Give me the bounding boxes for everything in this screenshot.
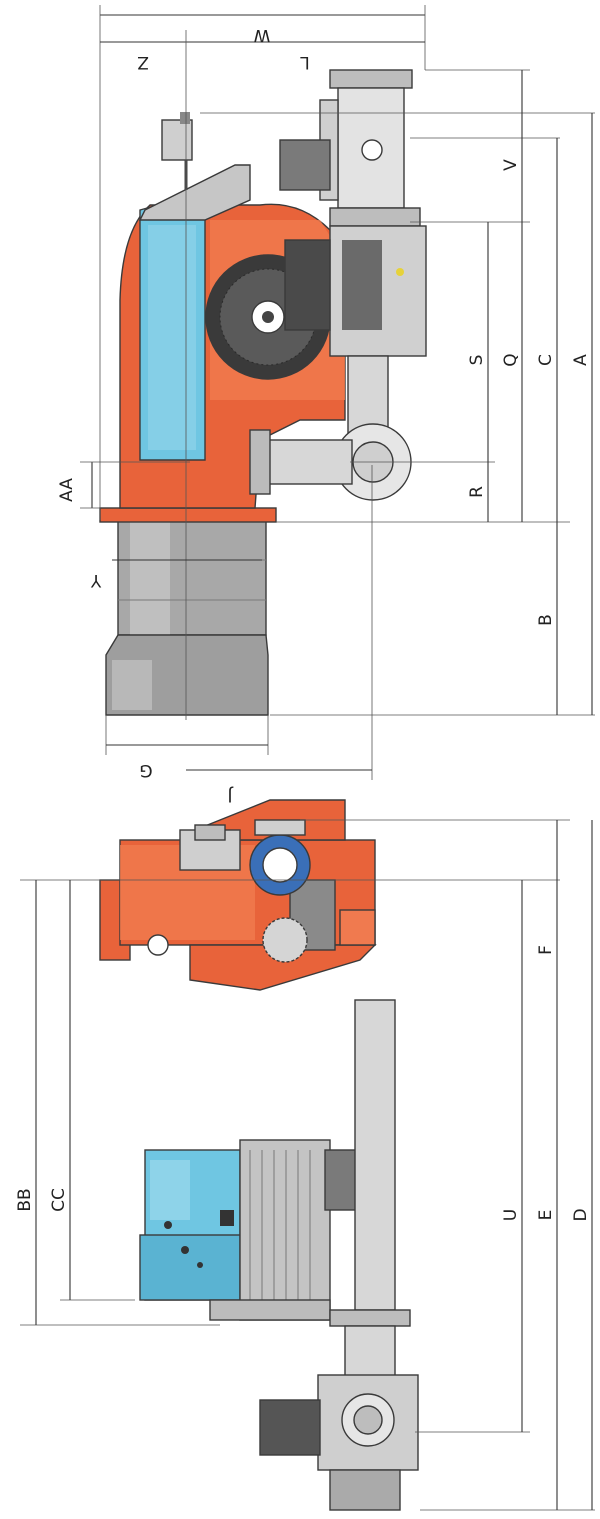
label-D: D [571, 1208, 591, 1221]
pressure-switch [161, 112, 193, 190]
lower-control-box [139, 1149, 241, 1301]
label-S: S [467, 355, 487, 366]
control-panel [139, 194, 206, 461]
label-CC: CC [49, 1188, 69, 1212]
lower-gas-pipe [259, 999, 419, 1511]
label-BB: BB [15, 1188, 35, 1211]
label-Q: Q [501, 353, 521, 366]
lower-burner-housing [99, 799, 377, 991]
label-U: U [501, 1209, 521, 1221]
lower-view: F U E D BB CC [15, 799, 595, 1511]
label-A: A [571, 354, 591, 366]
label-V: V [501, 159, 521, 171]
upper-view: W Z L V Q C A S R AA Y B G J [57, 5, 595, 805]
mounting-flange [99, 507, 277, 523]
upper-labels: W Z L V Q C A S R AA Y B G J [57, 25, 591, 805]
gas-valve-train [249, 69, 427, 501]
label-R: R [467, 486, 487, 498]
label-B: B [536, 614, 556, 626]
label-E: E [536, 1210, 556, 1221]
label-Y: Y [90, 570, 102, 590]
lower-labels: F U E D BB CC [15, 945, 591, 1221]
top-cover [138, 164, 251, 221]
label-F: F [536, 945, 556, 955]
label-L: L [300, 52, 310, 72]
label-C: C [536, 354, 556, 366]
blast-tube [105, 519, 269, 716]
label-W: W [253, 25, 270, 45]
lower-dimensions [20, 819, 595, 1511]
motor [209, 1139, 361, 1321]
label-J: J [227, 785, 233, 805]
label-Z: Z [137, 52, 149, 72]
label-G: G [139, 760, 152, 780]
upper-dimensions [80, 5, 595, 780]
label-AA: AA [57, 478, 77, 502]
